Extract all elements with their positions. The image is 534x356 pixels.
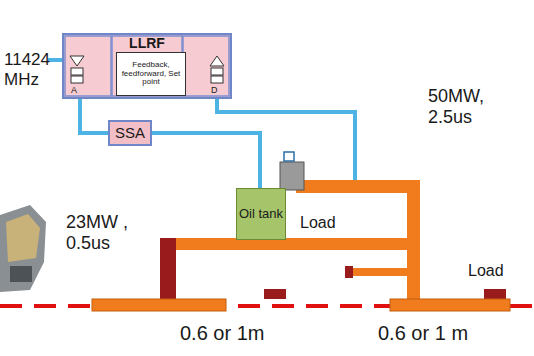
converter-label: D: [211, 85, 218, 95]
load-label: Load: [300, 214, 336, 232]
length-label: 0.6 or 1 m: [378, 322, 468, 345]
ssa-label: SSA: [115, 125, 145, 142]
power-label: 50MW, 2.5us: [428, 86, 518, 127]
rf-load: [160, 238, 506, 300]
llrf-crate: [62, 33, 232, 99]
oil-tank: Oil tank: [236, 188, 286, 240]
feedback-box: Feedback, feedforward, Set point: [116, 52, 186, 96]
load-label: Load: [468, 262, 504, 280]
llrf-crate: LLRF Feedback, feedforward, Set point: [62, 33, 232, 99]
ssa-box: SSA: [108, 120, 152, 146]
klystron: [280, 152, 304, 190]
llrf-title: LLRF: [129, 36, 165, 51]
power-label: 23MW , 0.5us: [66, 212, 148, 253]
length-label: 0.6 or 1m: [180, 322, 264, 345]
rf-cable: [48, 60, 355, 180]
accelerating-structure: [92, 299, 510, 311]
converter-label: A: [71, 85, 77, 95]
oil-tank-label: Oil tank: [239, 207, 283, 221]
photo-fragment: [0, 205, 46, 292]
rf-cable: [80, 99, 108, 133]
frequency-label: 11424 MHz: [4, 50, 56, 89]
feedback-text: Feedback, feedforward, Set point: [117, 61, 185, 87]
waveguide: [160, 180, 420, 300]
rf-cable: [152, 133, 260, 188]
